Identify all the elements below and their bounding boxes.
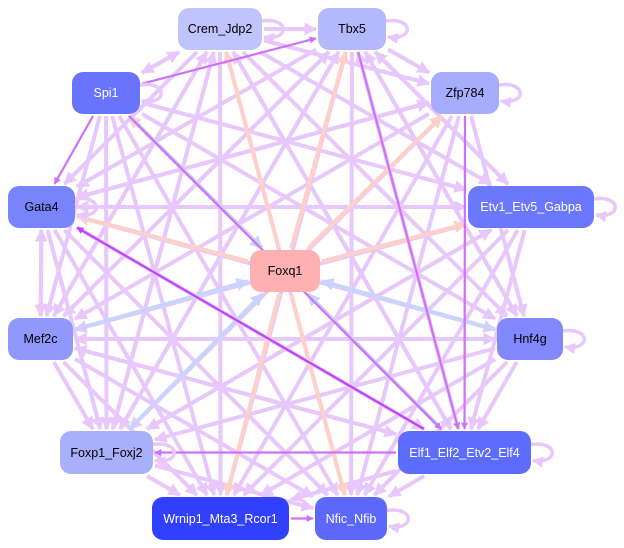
node-spi1[interactable]: Spi1 [72, 72, 140, 114]
node-label: Hnf4g [513, 332, 547, 346]
self-loop-nfic [386, 508, 410, 534]
edge-mef2c-to-gata4 [34, 228, 48, 317]
edge-hnf4g-to-wrnip1 [259, 357, 497, 497]
self-loop-etv1 [593, 196, 617, 223]
edge-mef2c-to-crem [52, 50, 209, 318]
node-etv1[interactable]: Etv1_Etv5_Gabpa [468, 186, 594, 228]
edge-spi1-to-gata4 [53, 115, 94, 185]
node-crem[interactable]: Crem_Jdp2 [178, 8, 262, 50]
edge-spi1-to-tbx5 [141, 36, 317, 85]
edge-foxp1-to-etv1 [146, 228, 493, 431]
self-loop-spi1 [139, 82, 163, 109]
self-loop-crem [261, 18, 285, 45]
edge-foxq1-to-etv1 [321, 220, 468, 264]
node-label: Elf1_Elf2_Etv2_Elf4 [409, 445, 520, 460]
node-foxp1[interactable]: Foxp1_Foxj2 [60, 431, 153, 474]
edge-hnf4g-to-elf1 [476, 361, 519, 431]
node-label: Gata4 [24, 200, 59, 214]
node-label: Spi1 [93, 86, 119, 100]
edge-foxq1-to-nfic [289, 293, 348, 497]
node-label: Crem_Jdp2 [187, 22, 253, 36]
self-loop-hnf4g [562, 328, 586, 355]
edge-hnf4g-to-tbx5 [363, 50, 519, 317]
edge-hnf4g-to-foxq1 [320, 278, 496, 332]
node-label: Zfp784 [445, 86, 485, 100]
node-gata4[interactable]: Gata4 [8, 186, 75, 228]
node-tbx5[interactable]: Tbx5 [318, 8, 386, 50]
edge-foxp1-to-foxq1 [128, 292, 264, 431]
node-hnf4g[interactable]: Hnf4g [497, 318, 563, 360]
node-label: Foxp1_Foxj2 [70, 445, 143, 460]
node-wrnip1[interactable]: Wrnip1_Mta3_Rcor1 [152, 497, 289, 540]
node-elf1[interactable]: Elf1_Elf2_Etv2_Elf4 [398, 431, 531, 474]
edge-tbx5-to-elf1 [357, 51, 461, 430]
edge-tbx5-to-zfp784 [387, 47, 431, 75]
node-mef2c[interactable]: Mef2c [8, 318, 73, 360]
edge-mef2c-to-foxp1 [52, 360, 95, 431]
edge-foxq1-to-gata4 [75, 213, 249, 264]
node-label: Mef2c [23, 332, 58, 346]
edge-foxq1-to-crem [222, 50, 281, 249]
edge-zfp784-to-wrnip1 [232, 115, 454, 497]
edge-foxq1-to-zfp784 [306, 114, 444, 250]
node-foxq1[interactable]: Foxq1 [250, 250, 320, 292]
node-label: Tbx5 [338, 22, 366, 36]
edge-spi1-to-nfic [117, 115, 340, 497]
edge-hnf4g-to-foxp1 [153, 346, 496, 443]
edge-foxp1-to-wrnip1 [146, 474, 182, 497]
node-label: Nfic_Nfib [325, 511, 377, 526]
edge-crem-to-spi1 [140, 50, 181, 75]
edge-elf1-to-mef2c [73, 345, 397, 437]
node-nfic[interactable]: Nfic_Nfib [315, 497, 387, 540]
edge-zfp784-to-mef2c [73, 112, 431, 321]
self-loop-zfp784 [498, 82, 522, 109]
node-label: Wrnip1_Mta3_Rcor1 [163, 511, 278, 526]
self-loop-tbx5 [385, 18, 409, 45]
edge-foxp1-to-tbx5 [118, 50, 341, 431]
edge-spi1-to-hnf4g [140, 112, 497, 321]
edge-tbx5-to-nfic [344, 51, 358, 497]
edge-elf1-to-crem [231, 50, 453, 430]
edge-elf1-to-gata4 [76, 226, 425, 430]
self-loop-elf1 [530, 442, 554, 468]
self-loop-foxp1 [152, 442, 176, 468]
self-loop-gata4 [74, 196, 98, 223]
node-zfp784[interactable]: Zfp784 [431, 72, 499, 114]
edge-foxq1-to-tbx5 [289, 50, 349, 249]
node-label: Foxq1 [267, 264, 303, 278]
edge-elf1-to-nfic [387, 474, 426, 499]
edge-mef2c-to-foxq1 [74, 278, 250, 332]
edge-foxq1-to-wrnip1 [223, 293, 281, 497]
node-label: Etv1_Etv5_Gabpa [480, 200, 582, 214]
